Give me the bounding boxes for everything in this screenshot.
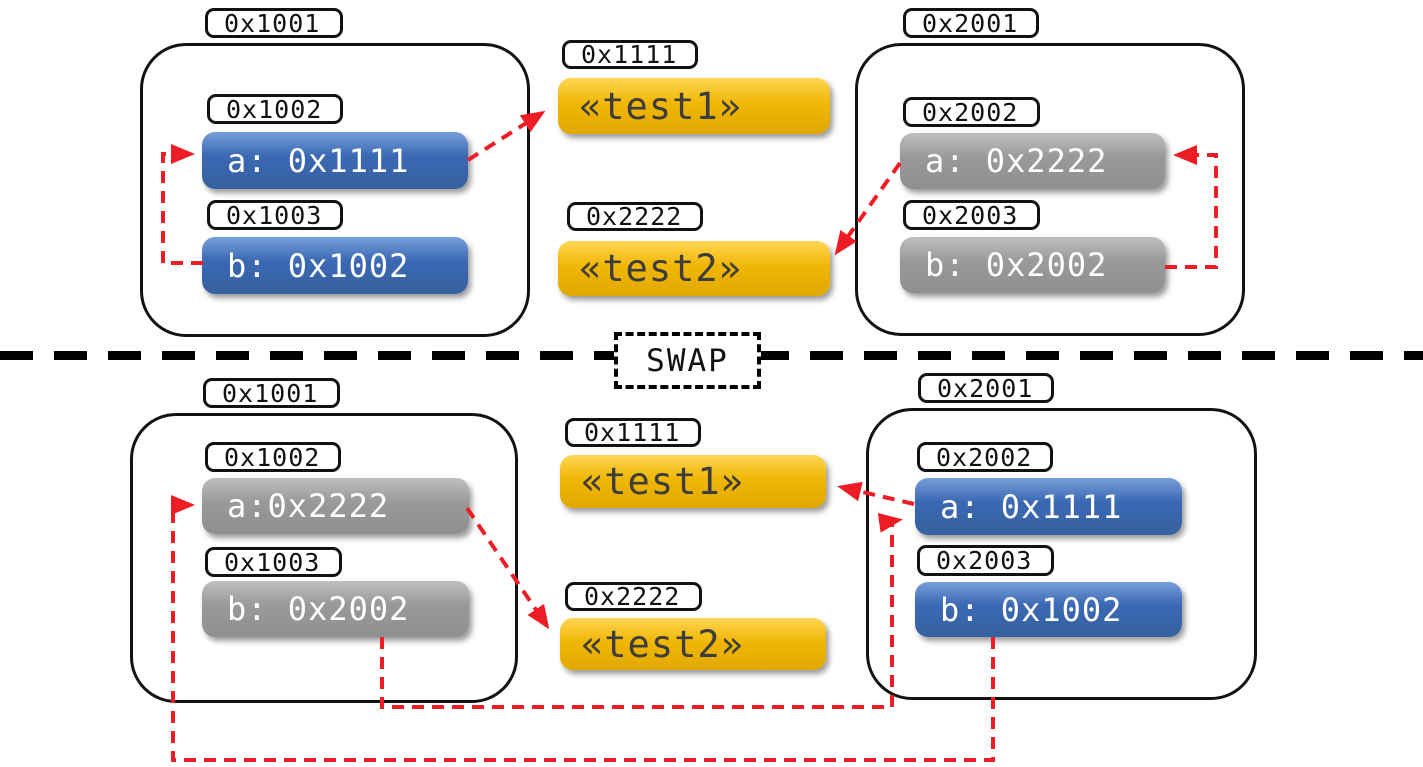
address-tab: 0x2003 (917, 545, 1054, 576)
heap-cell-test2: «test2» (558, 241, 830, 296)
heap-cell-test1: «test1» (560, 455, 826, 508)
address-tab: 0x1111 (562, 40, 698, 69)
address-tab: 0x2002 (903, 97, 1040, 127)
address-tab: 0x1001 (203, 378, 340, 408)
heap-cell-test2: «test2» (560, 618, 826, 670)
address-tab: 0x2002 (917, 442, 1053, 472)
variable-slot-a: a: 0x2222 (900, 133, 1165, 189)
address-tab: 0x1002 (205, 442, 341, 472)
address-tab: 0x1003 (205, 547, 342, 577)
variable-slot-b: b: 0x2002 (900, 237, 1165, 293)
address-tab: 0x2003 (903, 200, 1040, 230)
address-tab: 0x2001 (918, 373, 1054, 403)
address-tab: 0x1002 (207, 94, 343, 124)
variable-slot-b: b: 0x1002 (915, 582, 1182, 637)
variable-slot-b: b: 0x2002 (202, 581, 469, 637)
variable-slot-a: a:0x2222 (202, 478, 469, 534)
variable-slot-a: a: 0x1111 (915, 478, 1182, 535)
variable-slot-b: b: 0x1002 (202, 237, 468, 294)
address-tab: 0x1001 (205, 8, 343, 38)
address-tab: 0x1111 (565, 418, 701, 447)
variable-slot-a: a: 0x1111 (202, 132, 468, 189)
address-tab: 0x2001 (903, 8, 1039, 38)
heap-cell-test1: «test1» (558, 78, 830, 134)
address-tab: 0x2222 (565, 582, 702, 611)
address-tab: 0x1003 (207, 200, 343, 230)
address-tab: 0x2222 (567, 202, 703, 231)
swap-label-box: SWAP (614, 332, 761, 389)
